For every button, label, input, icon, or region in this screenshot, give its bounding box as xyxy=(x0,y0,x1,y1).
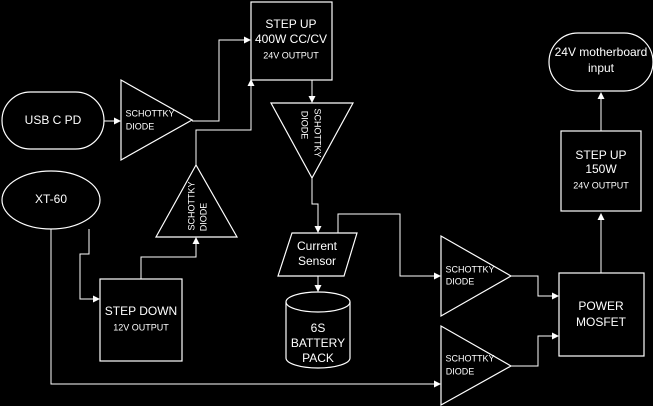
step-down-output: 12V OUTPUT xyxy=(113,322,169,332)
usb-c-pd-node: USB C PD xyxy=(1,91,105,150)
step-up-400-rating: 400W CC/CV xyxy=(255,32,327,46)
arrowhead xyxy=(434,380,441,388)
diode-label-2: DIODE xyxy=(198,203,208,232)
wire-diode-to-sensor xyxy=(311,178,319,228)
step-up-150w-node: STEP UP 150W 24V OUTPUT xyxy=(560,130,642,212)
battery-label-3: PACK xyxy=(302,351,334,365)
current-sensor-label-1: Current xyxy=(297,239,338,253)
arrowhead xyxy=(308,96,316,103)
wire-diode-to-mosfet xyxy=(511,275,553,297)
diode-label-2: DIODE xyxy=(446,276,475,286)
diode-label-1: SCHOTTKY xyxy=(125,108,174,118)
step-up-400w-node: STEP UP 400W CC/CV 24V OUTPUT xyxy=(250,1,333,81)
motherboard-label-2: input xyxy=(588,61,615,75)
battery-label-1: 6S xyxy=(311,321,326,335)
diode-label-1: SCHOTTKY xyxy=(186,181,196,230)
diode-label-1: SCHOTTKY xyxy=(445,264,494,274)
schottky-diode-bottom: SCHOTTKY DIODE xyxy=(440,324,513,406)
arrowhead xyxy=(247,79,255,86)
arrowhead xyxy=(434,272,441,280)
schottky-diode-vertical: SCHOTTKY DIODE xyxy=(154,163,239,238)
current-sensor-label-2: Sensor xyxy=(298,254,336,268)
mosfet-label-1: POWER xyxy=(578,299,624,313)
schottky-diode-usb: SCHOTTKY DIODE xyxy=(120,78,194,162)
arrowhead xyxy=(552,332,559,340)
arrowhead xyxy=(552,292,559,300)
diode-label-2: DIODE xyxy=(446,366,475,376)
arrowhead xyxy=(597,213,605,220)
usb-c-pd-label: USB C PD xyxy=(25,113,82,127)
mosfet-label-2: MOSFET xyxy=(576,315,627,329)
arrowhead xyxy=(244,36,251,44)
xt60-label: XT-60 xyxy=(35,192,67,206)
arrowhead xyxy=(314,226,322,233)
wire-xt60-to-diode xyxy=(50,229,435,385)
arrowhead xyxy=(597,92,605,99)
step-down-node: STEP DOWN 12V OUTPUT xyxy=(99,278,183,362)
power-mosfet-node: POWER MOSFET xyxy=(558,272,645,357)
arrowhead xyxy=(114,117,121,125)
step-up-150-output: 24V OUTPUT xyxy=(573,180,629,190)
xt60-node: XT-60 xyxy=(1,170,101,230)
step-up-150-title: STEP UP xyxy=(575,148,626,162)
diode-label-1: SCHOTTKY xyxy=(445,353,494,363)
wire-vdiode-to-stepup400 xyxy=(195,84,252,165)
arrowhead xyxy=(192,237,200,244)
step-up-400-output: 24V OUTPUT xyxy=(263,50,319,60)
arrowhead xyxy=(314,285,322,292)
diode-label-1: SCHOTTKY xyxy=(313,108,323,157)
wire-diode-to-stepup400 xyxy=(192,39,245,122)
schottky-diode-top-right: SCHOTTKY DIODE xyxy=(269,102,355,180)
motherboard-input-node: 24V motherboard input xyxy=(548,32,653,92)
battery-pack-node: 6S BATTERY PACK xyxy=(285,291,351,369)
current-sensor-node: Current Sensor xyxy=(277,232,358,277)
wire-xt60-to-stepdown xyxy=(79,229,95,300)
diode-label-2: DIODE xyxy=(300,111,310,140)
battery-label-2: BATTERY xyxy=(291,336,345,350)
wire-diode2-to-mosfet xyxy=(511,335,553,367)
wire-stepdown-to-vdiode xyxy=(140,242,197,279)
schottky-diode-mid: SCHOTTKY DIODE xyxy=(440,234,513,318)
wire-sensor-to-diode xyxy=(337,213,435,277)
motherboard-label-1: 24V motherboard xyxy=(555,45,648,59)
step-up-400-title: STEP UP xyxy=(265,17,316,31)
step-down-title: STEP DOWN xyxy=(105,304,177,318)
diode-label-2: DIODE xyxy=(126,121,155,131)
arrowhead xyxy=(93,295,100,303)
step-up-150-rating: 150W xyxy=(585,162,617,176)
